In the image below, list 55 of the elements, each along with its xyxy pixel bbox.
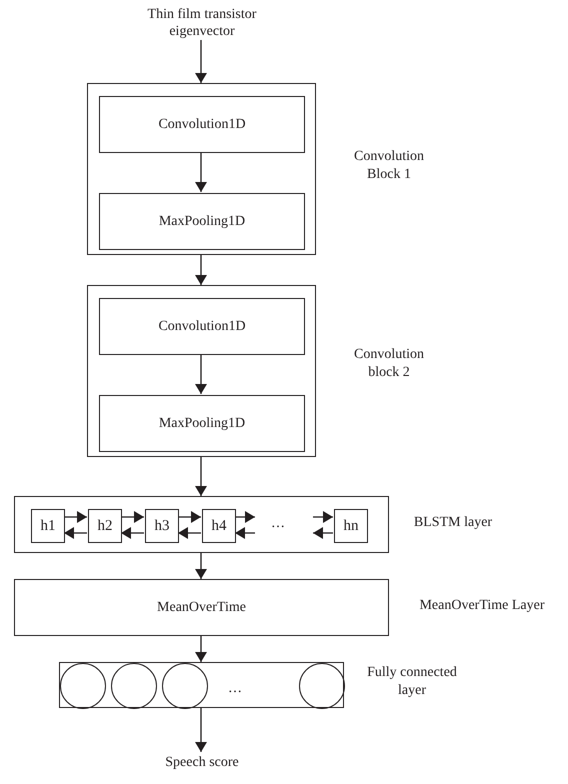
- layer-frame: [14, 496, 389, 553]
- cell-box: [88, 509, 122, 543]
- layer-box: [14, 579, 389, 636]
- arrow: [178, 527, 201, 539]
- layer-box: [99, 298, 305, 355]
- layer-box: [99, 193, 305, 250]
- ellipsis: …: [227, 682, 243, 696]
- layer-label: Convolution1D: [158, 318, 246, 336]
- layer-box: [99, 96, 305, 153]
- layer-label: hn: [344, 516, 358, 536]
- layer-label: MeanOverTime: [157, 598, 246, 616]
- layer-caption: Convolution block 2: [352, 346, 425, 382]
- layer-caption: MeanOverTime Layer: [418, 597, 546, 615]
- cell-box: [145, 509, 179, 543]
- arrow: [195, 457, 207, 496]
- layer-frame: [59, 662, 344, 708]
- arrow: [235, 527, 255, 539]
- arrow: [195, 152, 207, 192]
- neuron-circle: [60, 663, 106, 709]
- arrow: [195, 40, 207, 83]
- input-label: Thin film transistor eigenvector: [126, 6, 278, 40]
- layer-label: MaxPooling1D: [158, 212, 246, 230]
- arrow: [121, 511, 144, 523]
- layer-box: [99, 395, 305, 452]
- layer-label: h2: [98, 516, 112, 536]
- arrow: [313, 511, 333, 523]
- layer-caption: Fully connected layer: [366, 664, 458, 700]
- arrow: [178, 511, 201, 523]
- arrow: [64, 511, 87, 523]
- arrow: [195, 354, 207, 394]
- neuron-circle: [111, 663, 157, 709]
- layer-label: MaxPooling1D: [158, 414, 246, 432]
- output-label: Speech score: [140, 752, 264, 774]
- arrow: [195, 708, 207, 752]
- ellipsis: …: [270, 517, 286, 531]
- layer-caption: BLSTM layer: [412, 514, 494, 532]
- layer-label: h4: [212, 516, 226, 536]
- arrow: [235, 511, 255, 523]
- block-frame: [87, 285, 316, 457]
- arrow: [313, 527, 333, 539]
- cell-box: [334, 509, 368, 543]
- layer-label: h1: [40, 516, 56, 536]
- neuron-circle: [299, 663, 345, 709]
- block-frame: [87, 83, 316, 255]
- layer-caption: Convolution Block 1: [352, 148, 425, 184]
- arrow: [195, 255, 207, 285]
- arrow: [195, 553, 207, 579]
- layer-label: h3: [154, 516, 170, 536]
- arrow: [195, 636, 207, 662]
- cell-box: [31, 509, 65, 543]
- neuron-circle: [162, 663, 208, 709]
- arrow: [64, 527, 87, 539]
- arrow: [121, 527, 144, 539]
- layer-label: Convolution1D: [158, 116, 246, 134]
- cell-box: [202, 509, 236, 543]
